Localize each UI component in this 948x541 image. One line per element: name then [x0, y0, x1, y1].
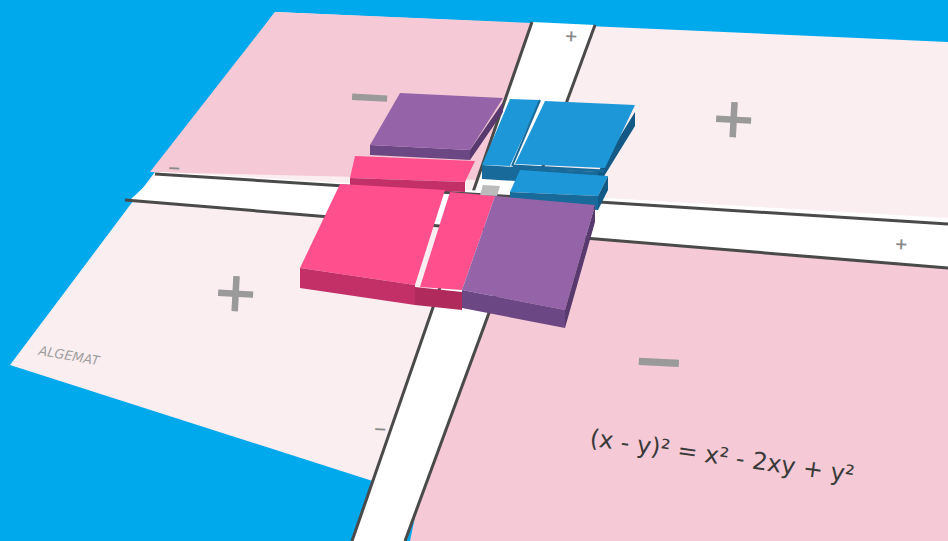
quadrant-sign: + — [709, 84, 759, 151]
axis-sign: − — [167, 158, 181, 178]
quadrant-sign: − — [345, 62, 395, 129]
axis-sign: + — [564, 26, 578, 46]
axis-sign: + — [894, 234, 908, 254]
axis-sign: − — [373, 419, 387, 439]
quadrant-sign: − — [630, 322, 687, 399]
quadrant-sign: + — [211, 258, 261, 325]
